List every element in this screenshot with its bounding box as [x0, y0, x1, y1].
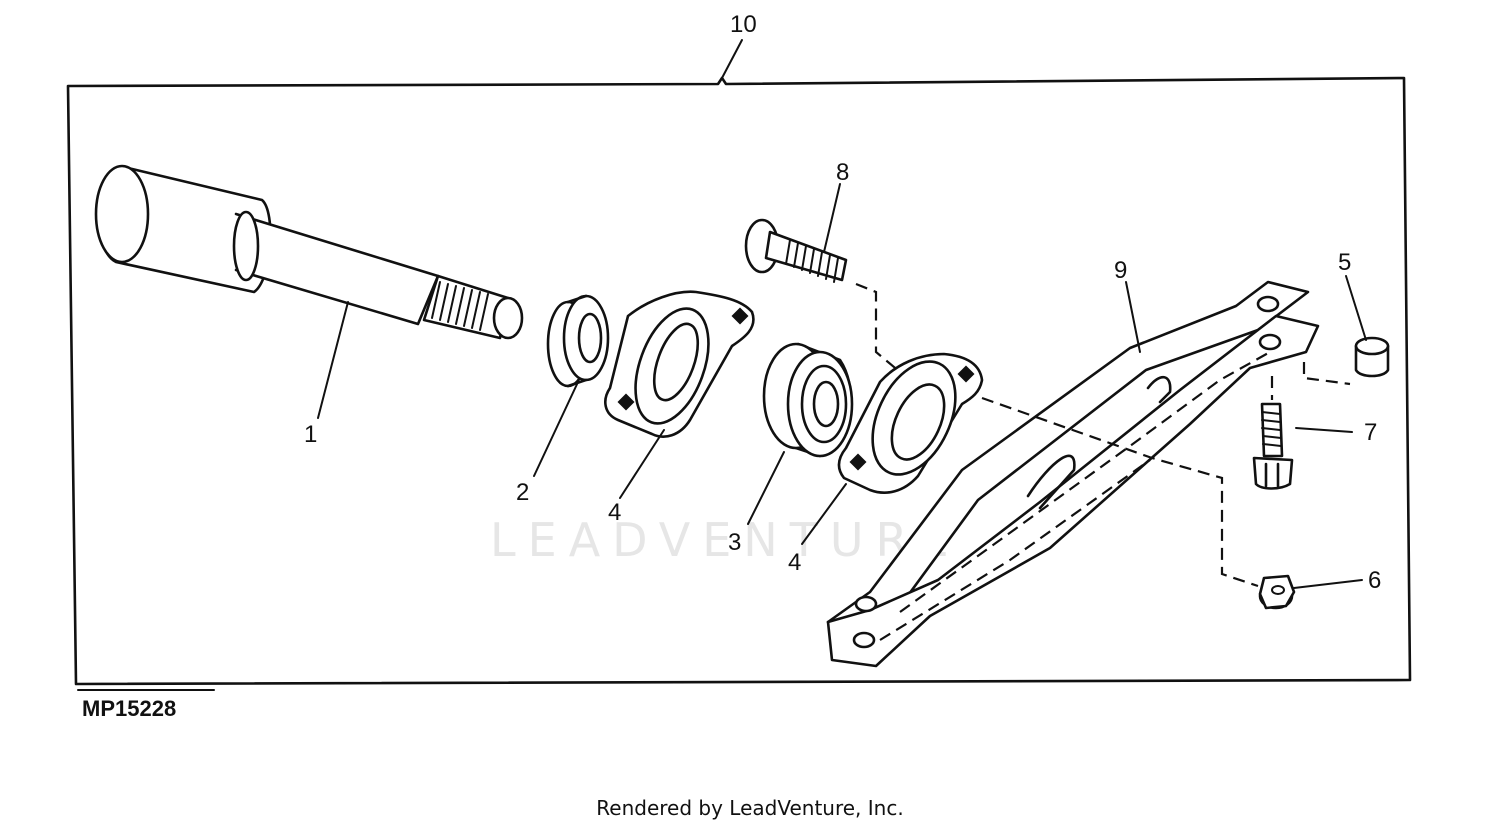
- callout-8: 8: [836, 159, 849, 186]
- carriage-bolt-icon: [744, 218, 848, 283]
- callout-9: 9: [1114, 257, 1127, 284]
- callout-3: 3: [728, 529, 741, 556]
- callout-5: 5: [1338, 249, 1351, 276]
- figure-id: MP15228: [82, 696, 176, 721]
- assembly-frame: [66, 39, 1412, 686]
- ball-bearing-icon: [762, 342, 854, 458]
- flange-bearing-housing-icon: [837, 352, 984, 494]
- callout-4b: 4: [788, 549, 801, 576]
- callout-assembly: 10: [730, 11, 757, 38]
- flange-nut-icon: [1258, 574, 1296, 610]
- callout-7: 7: [1364, 419, 1377, 446]
- rendered-by-footer: Rendered by LeadVenture, Inc.: [596, 796, 904, 820]
- flange-bearing-housing-icon: [604, 290, 755, 438]
- callout-6: 6: [1368, 567, 1381, 594]
- leader-lines: [317, 183, 1367, 589]
- callout-2: 2: [516, 479, 529, 506]
- support-bracket-icon: [826, 280, 1320, 668]
- bolt-icon: [1252, 402, 1294, 490]
- splined-shaft-icon: [94, 164, 524, 340]
- bushing-icon: [1354, 336, 1390, 378]
- locking-collar-icon: [546, 294, 610, 388]
- watermark: LEADVENTURE: [490, 513, 961, 567]
- callout-4a: 4: [608, 499, 621, 526]
- assembly-path-lines: [855, 282, 1351, 588]
- callout-1: 1: [304, 421, 317, 448]
